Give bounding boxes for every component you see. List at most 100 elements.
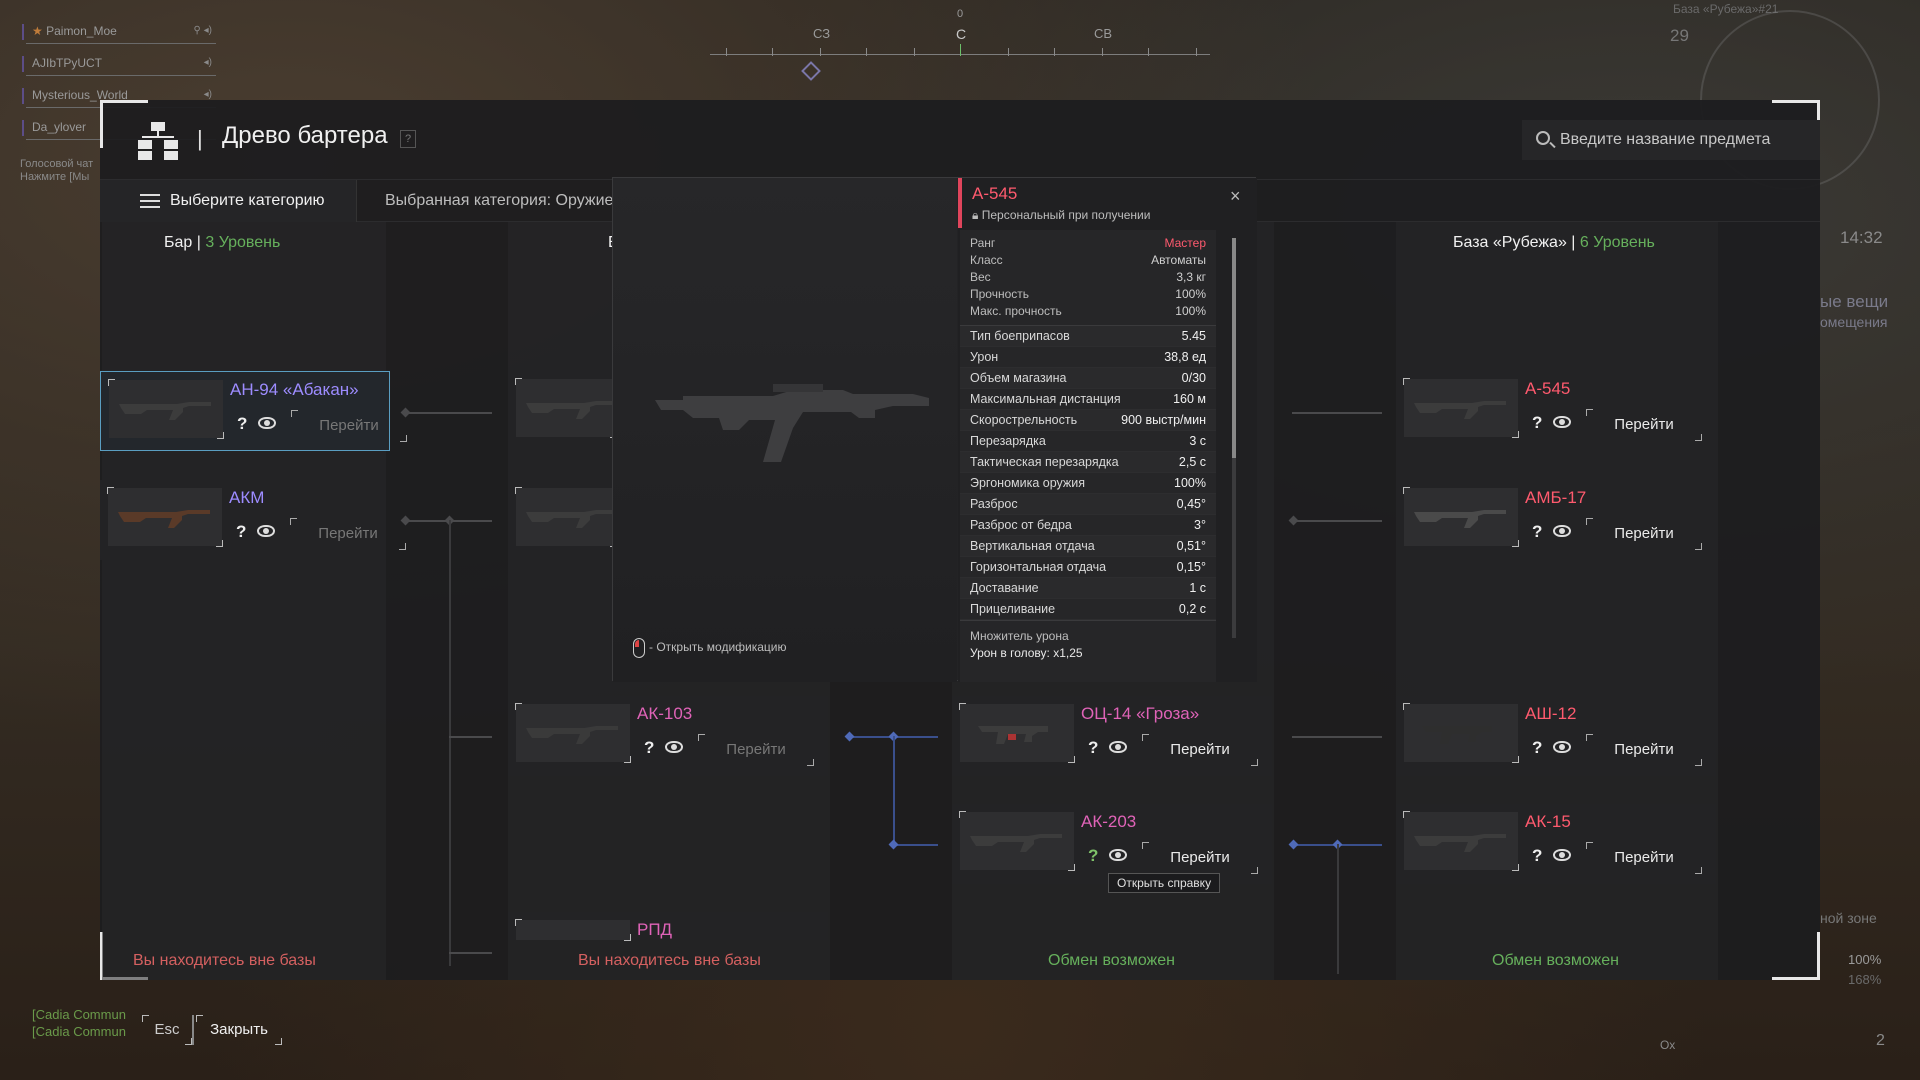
barter-card[interactable]	[508, 480, 618, 560]
frame-corner	[100, 100, 148, 148]
weapon-thumbnail	[959, 811, 1075, 871]
go-button[interactable]: Перейти	[1142, 842, 1258, 874]
waypoint-icon	[801, 61, 821, 81]
go-button[interactable]: Перейти	[1142, 734, 1258, 766]
go-button[interactable]: Перейти	[1586, 734, 1702, 766]
category-button-label: Выберите категорию	[170, 192, 325, 209]
player-name: Mysterious_World	[32, 88, 128, 102]
column-header: Бар | 3 Уровень	[164, 234, 281, 251]
barter-card[interactable]: ОЦ-14 «Гроза» ? Перейти	[952, 696, 1272, 776]
mic-icon: ⚲ ◂)	[193, 25, 212, 36]
item-detail-popup: - Открыть модификацию А-545 🔒︎ Персональ…	[612, 177, 1257, 682]
help-icon[interactable]: ?	[1088, 738, 1099, 757]
help-icon[interactable]: ?	[644, 738, 655, 757]
preview-eye-icon[interactable]	[257, 525, 275, 537]
category-select-button[interactable]: Выберите категорию	[100, 180, 357, 222]
column-header: База «Рубежа» | 6 Уровень	[1453, 234, 1655, 251]
menu-icon	[140, 194, 160, 208]
column-status: Вы находитесь вне базы	[133, 952, 316, 969]
help-icon[interactable]: ?	[1088, 846, 1099, 865]
barter-card[interactable]: АШ-12 ? Перейти	[1396, 696, 1716, 776]
tree-connector	[402, 412, 492, 414]
item-name: РПД	[637, 920, 673, 939]
go-button[interactable]: Перейти	[698, 734, 814, 766]
go-button[interactable]: Перейти	[1586, 842, 1702, 874]
rifle-icon	[1414, 401, 1506, 419]
preview-eye-icon[interactable]	[1553, 849, 1571, 861]
help-icon[interactable]: ?	[237, 414, 248, 433]
chat-log: [Cadia Commun[Cadia Commun	[32, 1007, 126, 1039]
weapon-thumbnail	[515, 487, 618, 547]
player-name: Da_ylover	[32, 120, 87, 134]
tree-connector	[449, 736, 492, 738]
go-button[interactable]: Перейти	[290, 518, 406, 550]
preview-eye-icon[interactable]	[1553, 525, 1571, 537]
mic-icon: ◂)	[203, 57, 212, 68]
search-input[interactable]	[1560, 120, 1810, 160]
preview-eye-icon[interactable]	[1109, 741, 1127, 753]
go-button[interactable]: Перейти	[291, 410, 407, 442]
help-icon[interactable]: ?	[236, 522, 247, 541]
rifle-icon	[970, 834, 1062, 852]
rifle-icon	[526, 510, 618, 528]
help-icon[interactable]: ?	[1532, 738, 1543, 757]
weapon-thumbnail	[515, 378, 618, 438]
barter-card[interactable]: АК-15 ? Перейти	[1396, 804, 1716, 884]
rarity-bar	[958, 178, 962, 228]
rifle-icon	[1414, 510, 1506, 528]
weapon-thumbnail	[515, 703, 631, 763]
tree-node-dot	[888, 839, 899, 850]
preview-eye-icon[interactable]	[1553, 416, 1571, 428]
barter-card[interactable]: АК-103 ? Перейти	[508, 696, 828, 776]
tree-connector	[893, 736, 895, 844]
barter-card[interactable]: АН-94 «Абакан» ? Перейти	[100, 371, 407, 451]
barter-card[interactable]	[508, 371, 618, 451]
help-icon[interactable]: ?	[1532, 846, 1543, 865]
barter-card[interactable]: РПД	[508, 912, 828, 941]
help-icon[interactable]: ?	[1532, 413, 1543, 432]
rifle-icon	[119, 402, 211, 420]
stats-scrollbar[interactable]	[1232, 238, 1236, 638]
help-button[interactable]: ?	[400, 130, 416, 148]
weapon-preview: - Открыть модификацию	[613, 178, 957, 682]
player-name: Paimon_Moe	[46, 24, 117, 38]
barter-card[interactable]: АКМ ? Перейти	[100, 480, 406, 560]
go-button[interactable]: Перейти	[1586, 518, 1702, 550]
item-name: А-545	[1525, 379, 1571, 398]
preview-eye-icon[interactable]	[1109, 849, 1127, 861]
window-title: Древо бартера	[222, 122, 388, 149]
preview-eye-icon[interactable]	[665, 741, 683, 753]
item-name: АК-15	[1525, 812, 1571, 831]
search-box[interactable]	[1522, 120, 1820, 160]
close-button[interactable]: Закрыть	[196, 1015, 282, 1045]
item-name: ОЦ-14 «Гроза»	[1081, 704, 1200, 723]
preview-eye-icon[interactable]	[1553, 741, 1571, 753]
barter-card[interactable]: АМБ-17 ? Перейти	[1396, 480, 1716, 560]
weapon-thumbnail	[1403, 811, 1519, 871]
help-icon[interactable]: ?	[1532, 522, 1543, 541]
column-status: Вы находитесь вне базы	[578, 952, 761, 969]
stat-pct-2: 168%	[1848, 972, 1882, 987]
window-header: | Древо бартера ?	[100, 100, 1820, 180]
location-label: База «Рубежа»#21	[1673, 2, 1779, 16]
tree-connector	[1292, 412, 1382, 414]
weapon-thumbnail	[959, 703, 1075, 763]
go-button[interactable]: Перейти	[1586, 409, 1702, 441]
barter-card[interactable]: А-545 ? Перейти	[1396, 371, 1716, 451]
clock: 14:32	[1840, 228, 1883, 247]
tree-node-dot	[1288, 515, 1299, 526]
barter-card[interactable]: АК-203 ? Перейти	[952, 804, 1272, 884]
close-icon[interactable]: ×	[1230, 186, 1241, 206]
preview-eye-icon[interactable]	[258, 417, 276, 429]
